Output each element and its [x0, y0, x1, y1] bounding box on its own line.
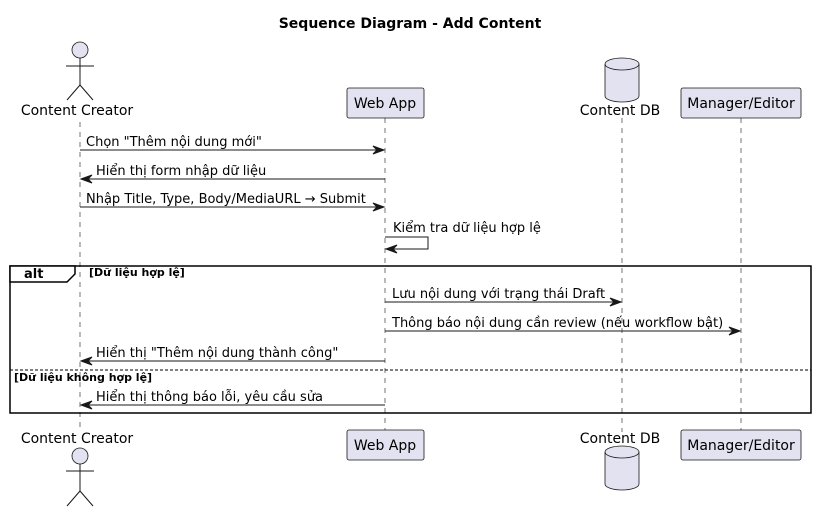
- participant-label: Content DB: [580, 431, 661, 447]
- message-4-self: Kiểm tra dữ liệu hợp lệ: [384, 221, 541, 254]
- message-6: Thông báo nội dung cần review (nếu workf…: [385, 316, 742, 336]
- message-label: Nhập Title, Type, Body/MediaURL → Submit: [86, 192, 366, 207]
- arrowhead-icon: [79, 400, 93, 410]
- arrowhead-icon: [384, 244, 398, 254]
- participant-manager-editor-top: Manager/Editor: [680, 87, 802, 119]
- actor-head-icon: [71, 447, 89, 465]
- message-label: Thông báo nội dung cần review (nếu workf…: [391, 316, 723, 331]
- alt-condition-invalid: [Dữ liệu không hợp lệ]: [14, 371, 152, 384]
- actor-content-creator-top: Content Creator: [21, 41, 134, 119]
- message-label: Lưu nội dung với trạng thái Draft: [392, 287, 605, 302]
- database-icon: [604, 452, 640, 491]
- database-content-db-top: Content DB: [580, 57, 661, 119]
- alt-fragment: alt [Dữ liệu hợp lệ] [Dữ liệu không hợp …: [9, 265, 812, 414]
- message-label: Hiển thị thông báo lỗi, yêu cầu sửa: [96, 390, 323, 405]
- participant-web-app-top: Web App: [346, 87, 425, 119]
- arrowhead-icon: [372, 145, 386, 155]
- participant-label: Content Creator: [21, 431, 134, 447]
- message-1: Chọn "Thêm nội dung mới": [80, 135, 386, 155]
- message-label: Hiển thị "Thêm nội dung thành công": [96, 346, 338, 361]
- alt-keyword: alt: [24, 267, 43, 282]
- alt-condition-valid: [Dữ liệu hợp lệ]: [89, 266, 185, 279]
- arrowhead-icon: [372, 202, 386, 212]
- participant-label: Content DB: [580, 103, 661, 119]
- diagram-title: Sequence Diagram - Add Content: [279, 16, 542, 32]
- participant-label: Content Creator: [21, 103, 134, 119]
- arrowhead-icon: [79, 174, 93, 184]
- message-8: Hiển thị thông báo lỗi, yêu cầu sửa: [79, 390, 385, 410]
- database-icon: [604, 64, 640, 103]
- arrowhead-icon: [79, 356, 93, 366]
- message-label: Chọn "Thêm nội dung mới": [86, 135, 262, 150]
- participant-label: Web App: [354, 96, 416, 112]
- arrowhead-icon: [609, 297, 623, 307]
- participant-manager-editor-bottom: Manager/Editor: [680, 429, 802, 461]
- participant-label: Manager/Editor: [687, 96, 795, 112]
- message-2: Hiển thị form nhập dữ liệu: [79, 164, 385, 184]
- message-label: Hiển thị form nhập dữ liệu: [96, 164, 266, 179]
- message-7: Hiển thị "Thêm nội dung thành công": [79, 346, 385, 366]
- participant-web-app-bottom: Web App: [346, 429, 425, 461]
- message-label: Kiểm tra dữ liệu hợp lệ: [393, 221, 541, 236]
- message-5: Lưu nội dung với trạng thái Draft: [385, 287, 623, 307]
- arrowhead-icon: [728, 326, 742, 336]
- participant-label: Manager/Editor: [687, 438, 795, 454]
- participant-label: Web App: [354, 438, 416, 454]
- message-3: Nhập Title, Type, Body/MediaURL → Submit: [80, 192, 386, 212]
- actor-content-creator-bottom: Content Creator: [21, 431, 134, 507]
- database-content-db-bottom: Content DB: [580, 431, 661, 491]
- actor-head-icon: [71, 41, 89, 59]
